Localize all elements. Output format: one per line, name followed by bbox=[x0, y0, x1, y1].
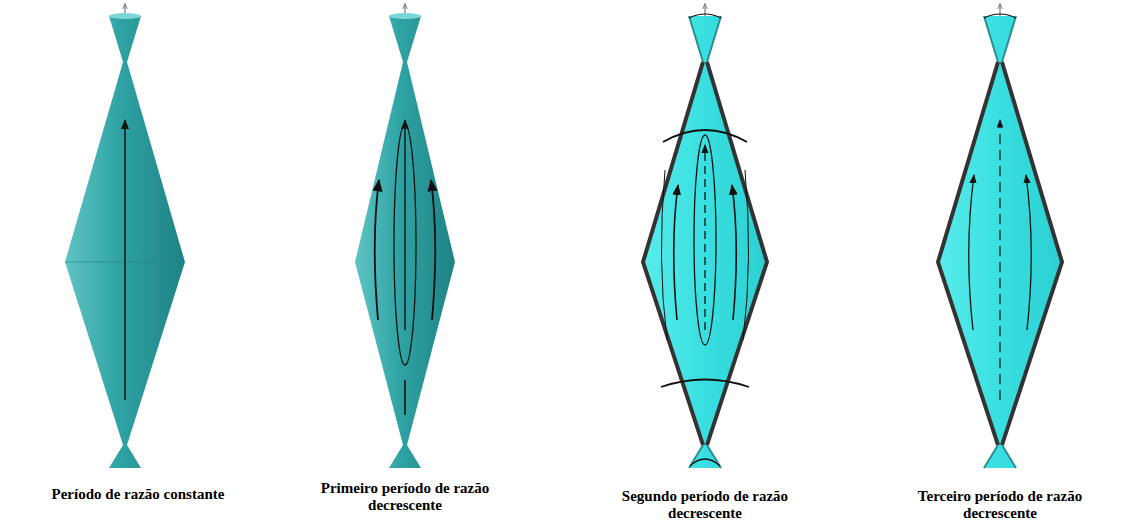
period-caption: Terceiro período de razão decrescente bbox=[880, 488, 1120, 522]
period-caption: Segundo período de razão decrescente bbox=[590, 488, 820, 522]
spouted-bed bbox=[938, 4, 1062, 468]
spouted-bed bbox=[643, 4, 767, 468]
spouted-bed bbox=[65, 4, 185, 468]
spouted-bed bbox=[355, 4, 455, 468]
period-caption: Período de razão constante bbox=[3, 486, 273, 503]
period-caption: Primeiro período de razão decrescente bbox=[295, 480, 515, 514]
